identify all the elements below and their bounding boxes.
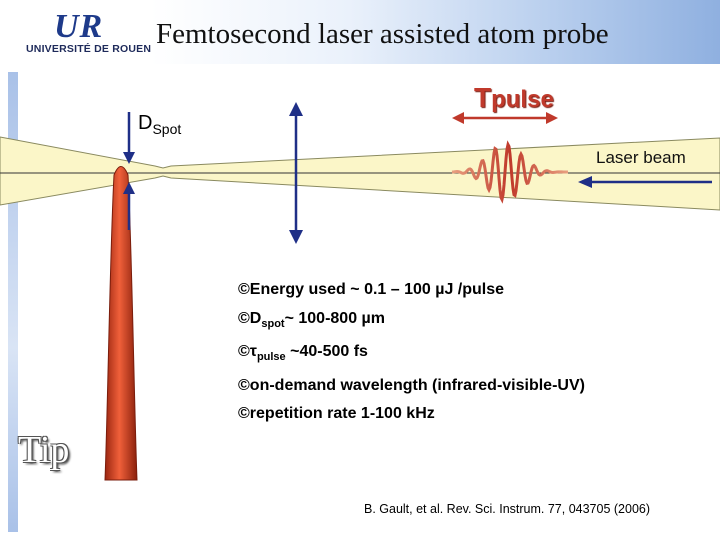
pulse-duration-arrow <box>452 112 558 124</box>
spec-item-energy: ©Energy used ~ 0.1 – 100 µJ /pulse <box>238 281 505 298</box>
tip-shape <box>104 166 138 481</box>
university-logo: UR <box>54 8 104 45</box>
laser-beam-label: Laser beam <box>596 148 686 167</box>
left-accent-bar <box>8 72 18 532</box>
spec-list: ©Energy used ~ 0.1 – 100 µJ /pulse ©Dspo… <box>238 276 585 429</box>
header-band <box>150 0 720 64</box>
dspot-label: DSpot <box>138 112 182 137</box>
tip-label: Tip <box>18 429 70 471</box>
dspot-arrows <box>123 112 135 230</box>
spec-item-wavelength: ©on-demand wavelength (infrared-visible-… <box>238 376 585 394</box>
spec-item-tpulse: ©τpulse ~40-500 fs <box>238 343 368 364</box>
spec-item-dspot: ©Dspot~ 100-800 µm <box>238 309 385 330</box>
university-name: UNIVERSITÉ DE ROUEN <box>26 43 152 55</box>
citation: B. Gault, et al. Rev. Sci. Instrum. 77, … <box>364 502 651 516</box>
laser-pulse-waveform <box>451 140 568 204</box>
slide-title: Femtosecond laser assisted atom probe <box>156 18 609 50</box>
tpulse-label: Tpulse <box>474 82 554 113</box>
spec-item-repetition: ©repetition rate 1-100 kHz <box>238 405 435 423</box>
laser-direction-arrow <box>578 176 712 188</box>
beam-width-arrow <box>289 102 303 244</box>
